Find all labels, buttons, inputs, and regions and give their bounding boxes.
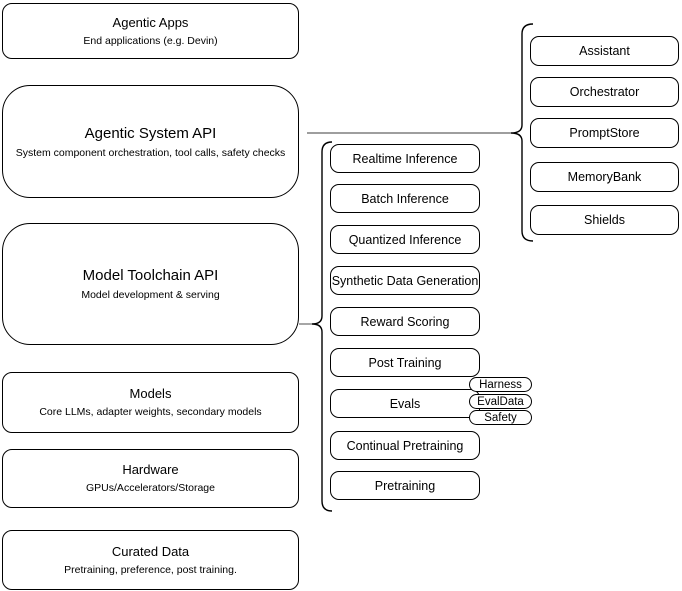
component-promptstore: PromptStore xyxy=(530,118,679,148)
toolchain-item-realtime-inference: Realtime Inference xyxy=(330,144,480,173)
toolchain-item-label: Pretraining xyxy=(374,478,436,493)
box-subtitle: GPUs/Accelerators/Storage xyxy=(86,482,215,494)
toolchain-item-evals: Evals xyxy=(330,389,480,418)
component-label: Orchestrator xyxy=(569,85,640,99)
component-assistant: Assistant xyxy=(530,36,679,66)
toolchain-item-label: Realtime Inference xyxy=(352,151,458,166)
toolchain-item-label: Post Training xyxy=(368,355,442,370)
toolchain-item-label: Synthetic Data Generation xyxy=(331,273,479,288)
component-shields: Shields xyxy=(530,205,679,235)
box-subtitle: Model development & serving xyxy=(81,289,220,301)
box-agentic-system-api: Agentic System API System component orch… xyxy=(2,85,299,198)
evals-tag-harness: Harness xyxy=(469,377,532,392)
toolchain-item-reward-scoring: Reward Scoring xyxy=(330,307,480,336)
toolchain-item-continual-pretraining: Continual Pretraining xyxy=(330,431,480,460)
evals-tag-safety: Safety xyxy=(469,410,532,425)
evals-tag-label: Safety xyxy=(484,411,517,424)
toolchain-item-label: Reward Scoring xyxy=(360,314,450,329)
toolchain-item-batch-inference: Batch Inference xyxy=(330,184,480,213)
toolchain-item-label: Quantized Inference xyxy=(348,232,462,247)
box-hardware: Hardware GPUs/Accelerators/Storage xyxy=(2,449,299,508)
box-models: Models Core LLMs, adapter weights, secon… xyxy=(2,372,299,433)
component-label: Assistant xyxy=(579,44,630,58)
toolchain-item-label: Batch Inference xyxy=(361,191,449,206)
toolchain-item-quantized-inference: Quantized Inference xyxy=(330,225,480,254)
box-title: Curated Data xyxy=(111,543,190,559)
toolchain-item-label: Evals xyxy=(389,396,421,411)
box-curated-data: Curated Data Pretraining, preference, po… xyxy=(2,530,299,590)
box-title: Models xyxy=(129,386,172,401)
box-agentic-apps: Agentic Apps End applications (e.g. Devi… xyxy=(2,3,299,59)
evals-tag-evaldata: EvalData xyxy=(469,394,532,409)
box-title: Hardware xyxy=(122,462,179,477)
box-subtitle: End applications (e.g. Devin) xyxy=(83,34,218,47)
evals-tag-label: EvalData xyxy=(477,395,524,408)
box-title: Model Toolchain API xyxy=(82,267,219,284)
component-label: Shields xyxy=(584,213,625,227)
toolchain-item-label: Continual Pretraining xyxy=(346,438,464,453)
box-subtitle: Core LLMs, adapter weights, secondary mo… xyxy=(39,406,262,418)
toolchain-item-synthetic-data-generation: Synthetic Data Generation xyxy=(330,266,480,295)
evals-tag-label: Harness xyxy=(479,378,522,391)
box-title: Agentic System API xyxy=(84,124,217,142)
toolchain-item-post-training: Post Training xyxy=(330,348,480,377)
box-title: Agentic Apps xyxy=(112,14,189,30)
toolchain-group-brace xyxy=(311,141,333,512)
component-label: PromptStore xyxy=(569,126,640,140)
box-model-toolchain-api: Model Toolchain API Model development & … xyxy=(2,223,299,345)
toolchain-item-pretraining: Pretraining xyxy=(330,471,480,500)
box-subtitle: Pretraining, preference, post training. xyxy=(64,563,237,576)
component-label: MemoryBank xyxy=(567,170,642,184)
component-memorybank: MemoryBank xyxy=(530,162,679,192)
component-orchestrator: Orchestrator xyxy=(530,77,679,107)
box-subtitle: System component orchestration, tool cal… xyxy=(15,146,286,159)
